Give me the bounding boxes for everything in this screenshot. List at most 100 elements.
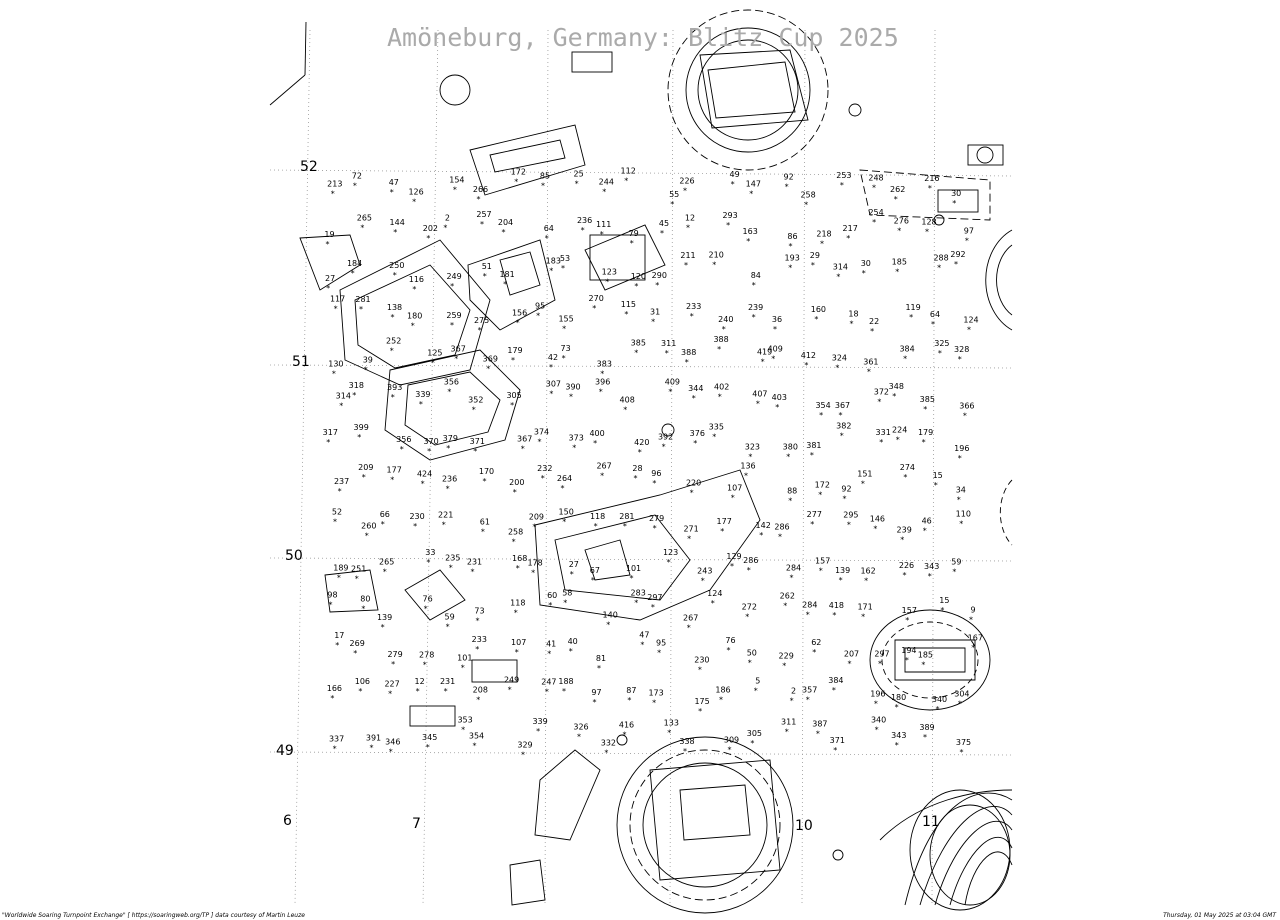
waypoint-star: * [623, 405, 627, 414]
waypoint-star: * [545, 688, 549, 697]
waypoint-label: 266 [473, 185, 488, 194]
waypoint-label: 172 [511, 167, 526, 176]
waypoint-label: 248 [868, 174, 883, 183]
waypoint-star: * [748, 453, 752, 462]
waypoint-star: * [471, 568, 475, 577]
waypoint-label: 79 [629, 229, 639, 238]
waypoint-star: * [965, 236, 969, 245]
northing-label-52: 52 [300, 159, 318, 175]
waypoint-label: 309 [724, 736, 739, 745]
waypoint-star: * [623, 731, 627, 740]
waypoint-label: 340 [871, 715, 886, 724]
waypoint-label: 27 [569, 560, 579, 569]
waypoint-star: * [731, 494, 735, 503]
waypoint-star: * [531, 569, 535, 578]
waypoint-star: * [502, 228, 506, 237]
waypoint-star: * [446, 444, 450, 453]
waypoint-star: * [447, 388, 451, 397]
waypoint-star: * [940, 606, 944, 615]
waypoint-label: 130 [328, 360, 343, 369]
waypoint-star: * [473, 447, 477, 456]
waypoint-label: 249 [504, 676, 519, 685]
waypoint-star: * [569, 647, 573, 656]
waypoint-label: 388 [681, 348, 696, 357]
waypoint-star: * [810, 451, 814, 460]
waypoint-label: 125 [427, 349, 442, 358]
waypoint-label: 179 [507, 346, 522, 355]
waypoint-star: * [446, 485, 450, 494]
waypoint-star: * [896, 435, 900, 444]
waypoint-star: * [562, 354, 566, 363]
waypoint-label: 61 [480, 517, 490, 526]
waypoint-star: * [391, 313, 395, 322]
waypoint-star: * [426, 558, 430, 567]
waypoint-star: * [326, 284, 330, 293]
waypoint-star: * [749, 189, 753, 198]
waypoint-star: * [390, 475, 394, 484]
waypoint-star: * [652, 698, 656, 707]
waypoint-label: 384 [828, 676, 843, 685]
waypoint-star: * [850, 319, 854, 328]
waypoint-star: * [722, 325, 726, 334]
waypoint-label: 112 [621, 167, 636, 176]
waypoint-label: 59 [951, 557, 961, 566]
waypoint-label: 60 [547, 591, 557, 600]
waypoint-star: * [593, 698, 597, 707]
waypoint-star: * [605, 278, 609, 287]
waypoint-star: * [359, 305, 363, 314]
easting-label-6: 6 [283, 813, 292, 829]
waypoint-star: * [446, 623, 450, 632]
waypoint-label: 73 [561, 344, 571, 353]
waypoint-label: 311 [781, 718, 796, 727]
waypoint-label: 42 [548, 353, 558, 362]
waypoint-label: 221 [438, 510, 453, 519]
waypoint-label: 51 [482, 262, 492, 271]
waypoint-label: 80 [360, 594, 370, 603]
waypoint-star: * [667, 729, 671, 738]
waypoint-star: * [963, 411, 967, 420]
waypoint-star: * [449, 563, 453, 572]
waypoint-star: * [952, 199, 956, 208]
waypoint-label: 314 [336, 391, 351, 400]
waypoint-label: 184 [347, 259, 362, 268]
waypoint-label: 262 [780, 591, 795, 600]
waypoint-star: * [549, 363, 553, 372]
waypoint-label: 166 [327, 684, 342, 693]
waypoint-label: 151 [857, 469, 872, 478]
waypoint-star: * [536, 727, 540, 736]
waypoint-star: * [651, 603, 655, 612]
waypoint-label: 168 [512, 554, 527, 563]
waypoint-label: 124 [707, 589, 722, 598]
waypoint-star: * [600, 230, 604, 239]
waypoint-label: 258 [800, 190, 815, 199]
waypoint-star: * [333, 517, 337, 526]
waypoint-star: * [690, 312, 694, 321]
waypoint-star: * [843, 495, 847, 504]
waypoint-star: * [759, 531, 763, 540]
waypoint-star: * [754, 687, 758, 696]
waypoint-star: * [967, 326, 971, 335]
waypoint-star: * [701, 576, 705, 585]
waypoint-label: 356 [444, 378, 459, 387]
waypoint-label: 39 [363, 356, 373, 365]
waypoint-star: * [630, 574, 634, 583]
waypoint-star: * [687, 624, 691, 633]
waypoint-label: 235 [445, 553, 460, 562]
waypoint-star: * [450, 321, 454, 330]
map-title: Amöneburg, Germany: Blitz Cup 2025 [387, 23, 899, 52]
waypoint-star: * [508, 686, 512, 695]
waypoint-label: 86 [787, 232, 797, 241]
waypoint-star: * [958, 454, 962, 463]
waypoint-label: 279 [649, 514, 664, 523]
waypoint-star: * [730, 562, 734, 571]
waypoint-label: 332 [601, 739, 616, 748]
waypoint-star: * [389, 748, 393, 757]
waypoint-star: * [952, 567, 956, 576]
waypoint-label: 331 [876, 428, 891, 437]
waypoint-label: 392 [658, 433, 673, 442]
waypoint-star: * [472, 406, 476, 415]
waypoint-star: * [790, 697, 794, 706]
waypoint-star: * [541, 181, 545, 190]
waypoint-star: * [634, 474, 638, 483]
